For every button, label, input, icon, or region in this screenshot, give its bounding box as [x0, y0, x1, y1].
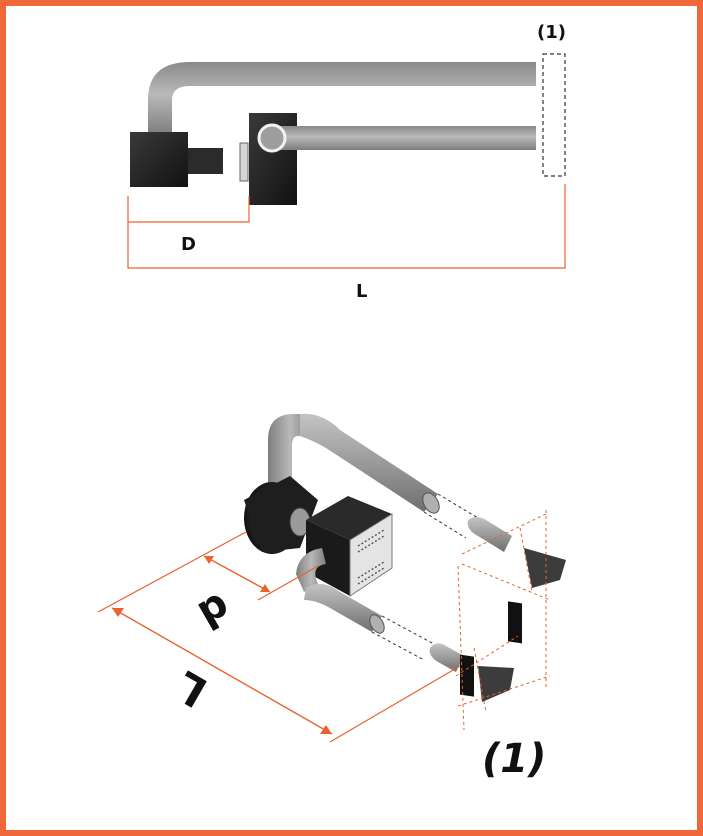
connector-stub	[188, 148, 223, 174]
iso-dimension-d-arrows	[204, 556, 270, 592]
lower-pipe	[272, 126, 536, 150]
dimension-l-line	[127, 184, 566, 269]
iso-upper-terminal-cap	[524, 548, 566, 588]
outlet-marker	[542, 53, 566, 177]
iso-dashed-lower	[371, 615, 435, 661]
outlet-label: (1)	[537, 22, 566, 43]
iso-dimension-l-ext	[97, 531, 461, 743]
iso-wall-guides	[455, 510, 551, 731]
iso-lower-pipe	[304, 583, 382, 632]
connector-flange	[239, 142, 249, 182]
iso-unit-top	[306, 496, 392, 540]
dimension-d-label: D	[181, 234, 196, 255]
iso-upper-terminal-plate	[508, 601, 522, 644]
iso-lower-terminal-pipe	[429, 643, 464, 672]
blower-unit	[130, 132, 188, 187]
iso-dimension-d-label: d	[190, 583, 238, 637]
iso-outlet-label: (1)	[482, 736, 546, 782]
iso-upper-pipe	[300, 413, 438, 512]
iso-dimension-d-ext	[257, 565, 319, 601]
iso-lower-terminal-cap	[478, 666, 514, 702]
upper-pipe	[148, 62, 536, 134]
dimension-l-label: L	[356, 281, 367, 302]
lower-pipe-end	[257, 123, 287, 153]
iso-lower-terminal-plate	[460, 654, 474, 697]
iso-unit-left	[306, 520, 350, 596]
iso-dashed-upper	[423, 493, 479, 539]
iso-upper-terminal-pipe	[467, 517, 512, 552]
iso-dimension-l-line	[111, 607, 333, 735]
top-diagram: (1) D L	[127, 22, 566, 302]
iso-unit-front	[349, 513, 393, 597]
iso-diagram: d L (1)	[97, 413, 566, 782]
iso-dimension-d-line	[203, 555, 271, 593]
iso-upper-pipe-end	[422, 492, 440, 514]
iso-lower-pipe-end	[369, 614, 385, 634]
iso-dimension-l-label: L	[167, 661, 215, 717]
dimension-d-line	[127, 196, 250, 223]
